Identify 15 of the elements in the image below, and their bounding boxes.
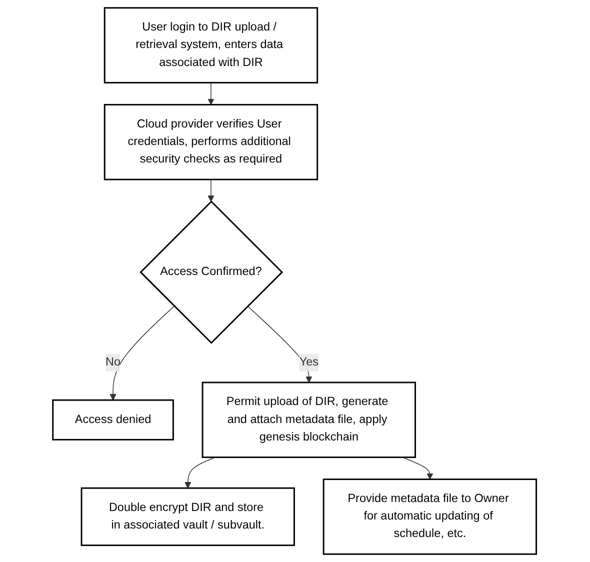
arrow: [110, 306, 176, 400]
arrow: [248, 306, 313, 383]
node-diamond: Access Confirmed?: [140, 200, 284, 344]
edge-label: No: [106, 356, 121, 369]
node-box: Access denied: [52, 399, 174, 440]
node-box: Double encrypt DIR and store in associated vault / subvault.: [81, 487, 296, 546]
arrow: [208, 179, 215, 202]
node-box: Provide metadata file to Owner for automatic updating of schedule, etc.: [323, 478, 538, 555]
node-box: Cloud provider verifies User credentials, performs additional security checks as required: [104, 104, 318, 180]
arrow: [185, 456, 216, 488]
arrow: [402, 456, 434, 480]
edge-label: Yes: [300, 356, 319, 369]
node-box: User login to DIR upload / retrieval system, enters data associated with DIR: [104, 7, 318, 84]
arrow: [208, 82, 215, 105]
node-box: Permit upload of DIR, generate and attach metadata file, apply genesis blockchain: [202, 382, 416, 458]
